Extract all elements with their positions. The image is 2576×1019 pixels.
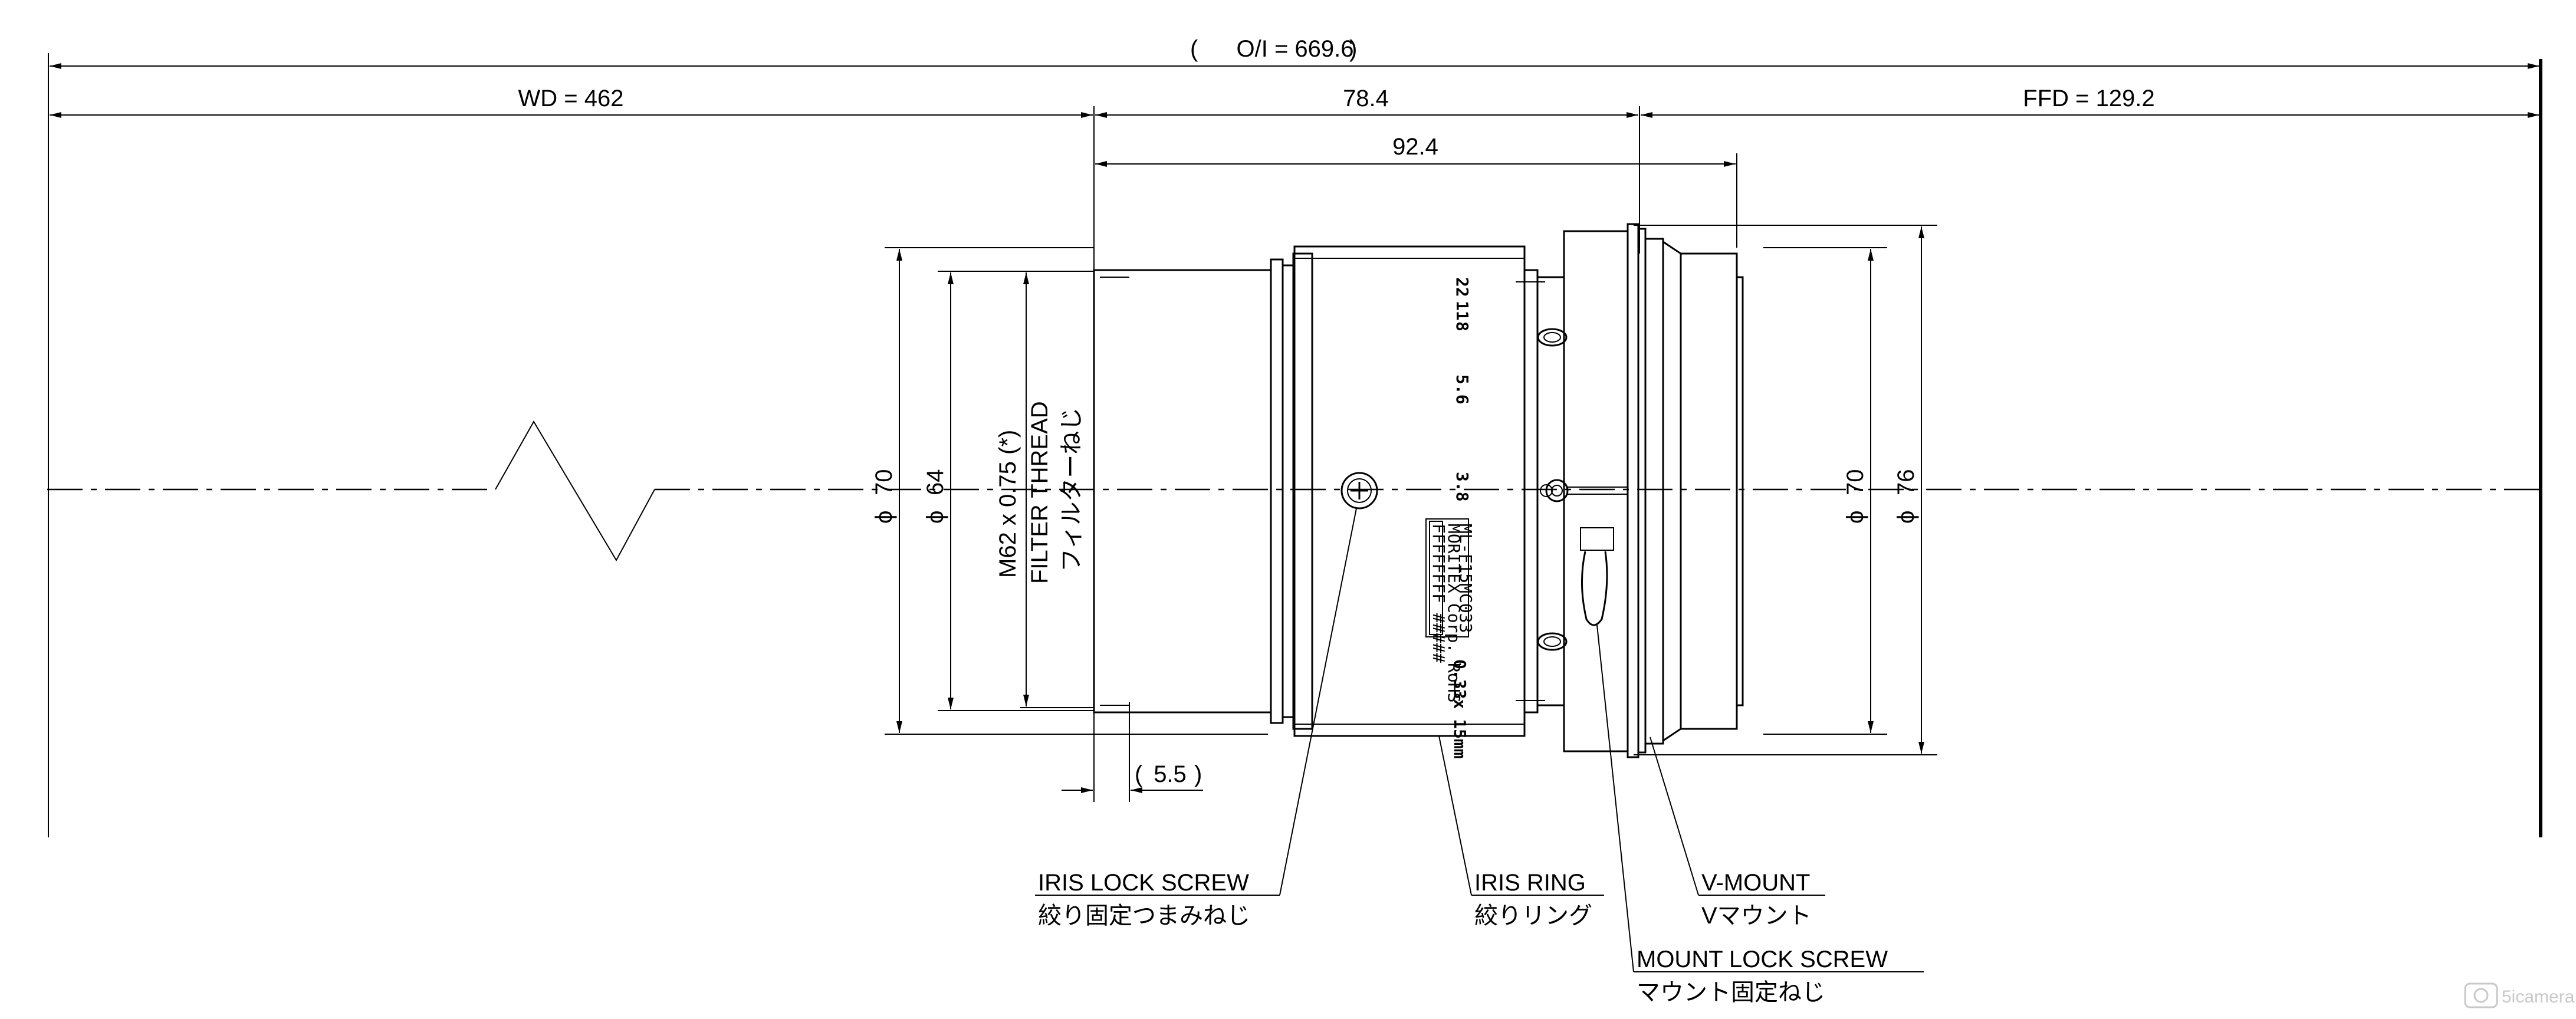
dia76-text: 76 xyxy=(1893,469,1919,496)
callout-v-mount: V-MOUNT Vマウント xyxy=(1650,737,1825,929)
front-barrel xyxy=(1093,269,1272,714)
dim-oi: ( ) O/I = 669.6 xyxy=(50,36,2539,69)
f-3-8: 3.8 xyxy=(1453,472,1472,502)
dim-dia64: ϕ 64 xyxy=(922,271,1094,711)
f-5-6: 5.6 xyxy=(1453,374,1472,405)
lens-body: 22 11 8 5.6 3.8 ML-F15MC033 MORITEX Corp… xyxy=(1093,223,1744,759)
v-mount xyxy=(1627,223,1744,758)
mount-lock-en: MOUNT LOCK SCREW xyxy=(1637,946,1888,972)
dia70-left-symbol: ϕ xyxy=(871,511,897,524)
mount-lock-jp: マウント固定ねじ xyxy=(1637,979,1825,1005)
v-mount-en: V-MOUNT xyxy=(1701,870,1810,896)
callout-iris-ring: IRIS RING 絞りリング xyxy=(1438,735,1604,929)
dia76-symbol: ϕ xyxy=(1893,511,1919,524)
filter-thread-line2: FILTER THREAD xyxy=(1027,401,1053,584)
dim-924: 92.4 xyxy=(1095,134,1736,167)
f-8: 8 xyxy=(1453,321,1472,331)
dia70-right-symbol: ϕ xyxy=(1842,511,1868,524)
callout-mount-lock-screw: MOUNT LOCK SCREW マウント固定ねじ xyxy=(1596,624,1924,1005)
filter-thread-line1: M62 x 0.75 (*) xyxy=(995,430,1021,578)
iris-lock-jp: 絞り固定つまみねじ xyxy=(1038,903,1250,929)
dim-784-text: 78.4 xyxy=(1343,86,1389,111)
dim-filter-thread: M62 x 0.75 (*) FILTER THREAD フィルターねじ xyxy=(995,271,1094,708)
f-11: 11 xyxy=(1453,301,1472,321)
dim-oi-text: O/I = 669.6 xyxy=(1236,36,1353,62)
watermark-text: 5icamera xyxy=(2502,987,2575,1007)
dia64-symbol: ϕ xyxy=(922,511,948,524)
dim-784: 78.4 xyxy=(1095,86,1638,118)
serial-text: FFFFFFFF ##### xyxy=(1429,524,1448,663)
watermark-logo: 5icamera xyxy=(2464,982,2575,1008)
dim-dia76: ϕ 76 xyxy=(1634,225,1937,755)
iris-ring xyxy=(1293,245,1526,737)
dim-ffd: FFD = 129.2 xyxy=(1641,86,2539,118)
iris-lock-en: IRIS LOCK SCREW xyxy=(1038,870,1249,896)
extension-lines xyxy=(1093,106,1737,802)
svg-text:(: ( xyxy=(1135,761,1143,787)
svg-text:): ) xyxy=(1194,761,1202,787)
f-scale: 22 11 8 5.6 3.8 xyxy=(1453,277,1472,502)
dim-55-text: 5.5 xyxy=(1154,761,1187,787)
dia70-right-text: 70 xyxy=(1842,469,1868,496)
filter-thread-line3: フィルターねじ xyxy=(1059,407,1085,572)
optical-axis xyxy=(47,420,2542,562)
dia70-left-text: 70 xyxy=(871,469,897,496)
iris-ring-jp: 絞りリング xyxy=(1474,903,1592,929)
dim-dia70-left: ϕ 70 xyxy=(871,247,1268,735)
dim-wd-text: WD = 462 xyxy=(518,86,624,111)
iris-ring-en: IRIS RING xyxy=(1474,870,1586,896)
mount-lock-screw xyxy=(1545,479,1628,626)
f-22: 22 xyxy=(1453,277,1472,297)
dia64-text: 64 xyxy=(922,469,948,496)
dim-ffd-text: FFD = 129.2 xyxy=(2023,86,2154,111)
rear-housing xyxy=(1563,230,1629,752)
svg-text:): ) xyxy=(1349,36,1357,62)
callout-iris-lock-screw: IRIS LOCK SCREW 絞り固定つまみねじ xyxy=(1035,508,1357,929)
iris-lock-screw xyxy=(1340,472,1378,510)
dim-55: ( ) 5.5 xyxy=(1062,761,1203,793)
dim-dia70-right: ϕ 70 xyxy=(1763,247,1887,735)
model-text: ML-F15MC033 xyxy=(1456,524,1476,633)
magnification-text: 0.33x 15mm xyxy=(1450,659,1470,759)
label-plate: ML-F15MC033 MORITEX Corp. RoHS FFFFFFFF … xyxy=(1425,518,1476,759)
maker-text: MORITEX Corp. RoHS xyxy=(1444,524,1464,702)
svg-text:(: ( xyxy=(1190,36,1198,62)
dim-wd: WD = 462 xyxy=(50,86,1093,118)
dim-924-text: 92.4 xyxy=(1392,134,1438,160)
v-mount-jp: Vマウント xyxy=(1701,903,1812,929)
